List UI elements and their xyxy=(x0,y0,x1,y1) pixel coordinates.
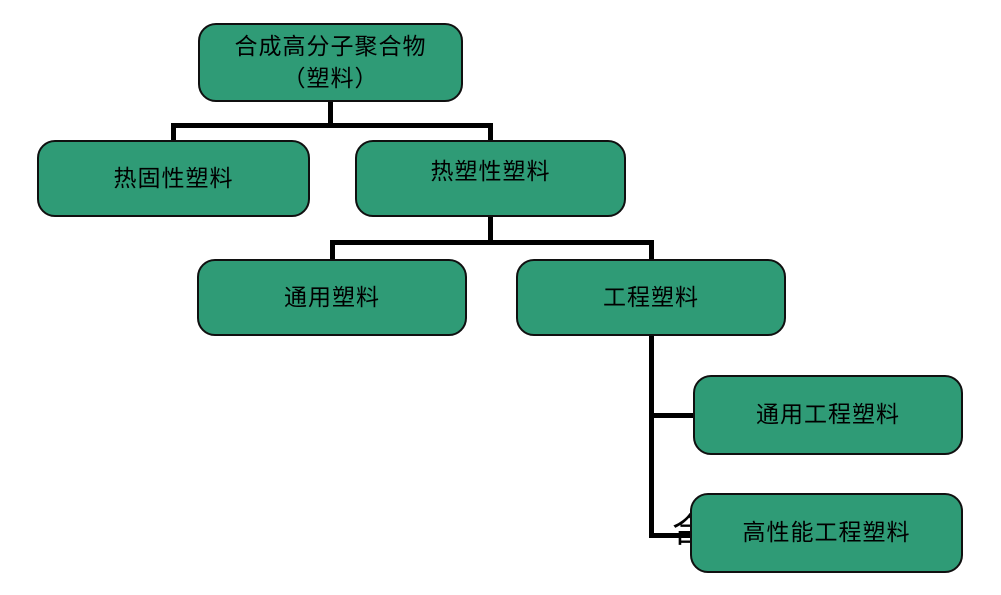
connector-root-down xyxy=(328,102,333,126)
connector-engineering-stub xyxy=(649,240,654,261)
connector-general-stub xyxy=(330,240,335,261)
node-thermoplastic-plastic: 热塑性塑料 xyxy=(355,140,626,217)
connector-thermoplastic-stub xyxy=(488,123,493,142)
node-thermosetting-plastic-label: 热固性塑料 xyxy=(113,165,234,191)
node-engineering-plastic-label: 工程塑料 xyxy=(603,284,699,310)
connector-high-performance-horizontal xyxy=(649,533,697,538)
node-general-plastic: 通用塑料 xyxy=(197,259,467,336)
connector-level1-horizontal xyxy=(171,123,493,128)
node-high-performance-engineering-plastic: 高性能工程塑料 xyxy=(690,493,963,573)
node-general-engineering-plastic: 通用工程塑料 xyxy=(693,375,963,455)
node-thermoplastic-plastic-label: 热塑性塑料 xyxy=(430,159,551,184)
connector-thermoset-stub xyxy=(171,123,176,142)
connector-general-engineering-horizontal xyxy=(649,413,697,418)
node-synthetic-polymer-label-line1: 合成高分子聚合物 xyxy=(234,33,427,59)
node-synthetic-polymer-label-line2: （塑料） xyxy=(282,65,379,91)
node-high-performance-engineering-plastic-label: 高性能工程塑料 xyxy=(742,520,911,545)
connector-engineering-down xyxy=(649,336,654,538)
connector-thermoplastic-down xyxy=(488,217,493,243)
connector-level2-horizontal xyxy=(330,240,654,245)
node-synthetic-polymer: 合成高分子聚合物 （塑料） xyxy=(198,23,463,102)
node-general-plastic-label: 通用塑料 xyxy=(284,284,380,310)
node-general-engineering-plastic-label: 通用工程塑料 xyxy=(756,402,900,427)
node-thermosetting-plastic: 热固性塑料 xyxy=(37,140,310,217)
node-engineering-plastic: 工程塑料 xyxy=(516,259,786,336)
